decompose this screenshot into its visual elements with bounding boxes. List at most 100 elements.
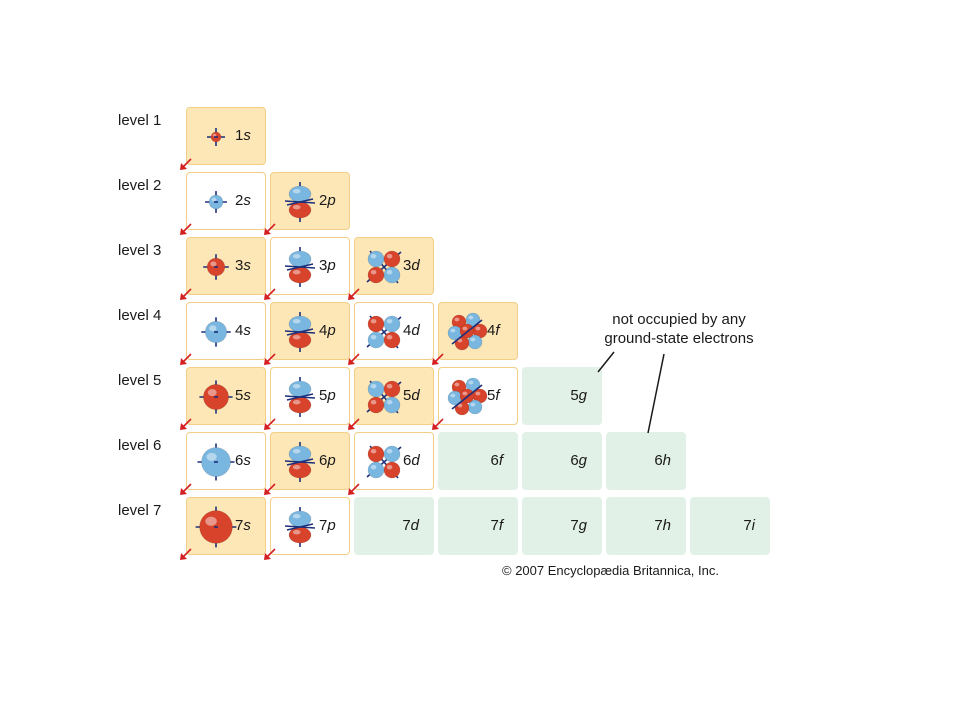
filling-order-arrow-icon bbox=[348, 288, 360, 300]
level-label-3: level 3 bbox=[118, 242, 162, 259]
orbital-number: 5 bbox=[403, 387, 412, 404]
orbital-4s-icon bbox=[201, 317, 231, 347]
filling-order-arrow-icon bbox=[180, 223, 192, 235]
orbital-number: 6 bbox=[570, 452, 579, 469]
level-label-5: level 5 bbox=[118, 372, 162, 389]
orbital-subshell: g bbox=[578, 387, 587, 404]
orbital-number: 7 bbox=[490, 517, 499, 534]
orbital-cell-7i: 7i bbox=[690, 497, 770, 555]
orbital-label-4p: 4p bbox=[319, 322, 336, 339]
orbital-subshell: f bbox=[495, 387, 500, 404]
orbital-subshell: s bbox=[243, 257, 251, 274]
orbital-cell-6g: 6g bbox=[522, 432, 602, 490]
orbital-subshell: p bbox=[327, 192, 336, 209]
orbital-number: 7 bbox=[235, 517, 244, 534]
orbital-label-5f: 5f bbox=[487, 387, 500, 404]
orbital-cell-2s: 2s bbox=[186, 172, 266, 230]
orbital-cell-3d: 3d bbox=[354, 237, 434, 295]
orbital-6d-icon bbox=[366, 445, 402, 479]
filling-order-arrow-icon bbox=[180, 158, 192, 170]
filling-order-arrow-icon bbox=[180, 548, 192, 560]
orbital-5s-icon bbox=[199, 380, 233, 414]
orbital-label-2p: 2p bbox=[319, 192, 336, 209]
orbital-2p-icon bbox=[284, 182, 316, 222]
level-label-6: level 6 bbox=[118, 437, 162, 454]
orbital-cell-5p: 5p bbox=[270, 367, 350, 425]
orbital-4p-icon bbox=[284, 312, 316, 352]
orbital-subshell: d bbox=[410, 517, 419, 534]
orbital-cell-3s: 3s bbox=[186, 237, 266, 295]
orbital-cell-6s: 6s bbox=[186, 432, 266, 490]
orbital-cell-5g: 5g bbox=[522, 367, 602, 425]
filling-order-arrow-icon bbox=[264, 288, 276, 300]
orbital-5d-icon bbox=[366, 380, 402, 414]
orbital-label-5s: 5s bbox=[235, 387, 251, 404]
orbital-cell-5s: 5s bbox=[186, 367, 266, 425]
orbital-cell-4d: 4d bbox=[354, 302, 434, 360]
filling-order-arrow-icon bbox=[348, 353, 360, 365]
orbital-label-4f: 4f bbox=[487, 322, 500, 339]
orbital-subshell: p bbox=[327, 452, 336, 469]
orbital-subshell: s bbox=[243, 322, 251, 339]
orbital-subshell: p bbox=[327, 517, 336, 534]
orbital-label-7s: 7s bbox=[235, 517, 251, 534]
orbital-number: 2 bbox=[235, 192, 244, 209]
orbital-number: 7 bbox=[743, 517, 752, 534]
orbital-label-5d: 5d bbox=[403, 387, 420, 404]
orbital-number: 6 bbox=[403, 452, 412, 469]
filling-order-arrow-icon bbox=[432, 418, 444, 430]
filling-order-arrow-icon bbox=[348, 418, 360, 430]
orbital-cell-7h: 7h bbox=[606, 497, 686, 555]
orbital-cell-3p: 3p bbox=[270, 237, 350, 295]
orbital-number: 4 bbox=[487, 322, 496, 339]
orbital-number: 7 bbox=[570, 517, 579, 534]
orbital-label-4d: 4d bbox=[403, 322, 420, 339]
orbital-subshell: s bbox=[243, 387, 251, 404]
orbital-subshell: h bbox=[662, 452, 671, 469]
orbital-cell-6h: 6h bbox=[606, 432, 686, 490]
orbital-cell-7d: 7d bbox=[354, 497, 434, 555]
orbital-number: 4 bbox=[403, 322, 412, 339]
orbital-number: 7 bbox=[402, 517, 411, 534]
orbital-label-5g: 5g bbox=[570, 387, 587, 404]
orbital-label-6d: 6d bbox=[403, 452, 420, 469]
orbital-number: 6 bbox=[235, 452, 244, 469]
filling-order-arrow-icon bbox=[264, 483, 276, 495]
orbital-subshell: s bbox=[243, 517, 251, 534]
orbital-1s-icon bbox=[207, 128, 225, 146]
orbital-number: 6 bbox=[490, 452, 499, 469]
orbital-5p-icon bbox=[284, 377, 316, 417]
orbital-label-6h: 6h bbox=[654, 452, 671, 469]
orbital-number: 1 bbox=[235, 127, 244, 144]
annotation-line-2: ground-state electrons bbox=[604, 330, 754, 347]
filling-order-arrow-icon bbox=[264, 353, 276, 365]
orbital-cell-6d: 6d bbox=[354, 432, 434, 490]
orbital-6p-icon bbox=[284, 442, 316, 482]
orbital-number: 5 bbox=[487, 387, 496, 404]
orbital-cell-5f: 5f bbox=[438, 367, 518, 425]
orbital-cell-5d: 5d bbox=[354, 367, 434, 425]
filling-order-arrow-icon bbox=[432, 353, 444, 365]
orbital-subshell: p bbox=[327, 322, 336, 339]
level-label-1: level 1 bbox=[118, 112, 162, 129]
orbital-subshell: f bbox=[495, 322, 500, 339]
orbital-subshell: s bbox=[243, 452, 251, 469]
orbital-number: 3 bbox=[235, 257, 244, 274]
orbital-cell-4f: 4f bbox=[438, 302, 518, 360]
filling-order-arrow-icon bbox=[180, 288, 192, 300]
orbital-5f-icon bbox=[447, 377, 488, 416]
orbital-number: 6 bbox=[654, 452, 663, 469]
orbital-subshell: s bbox=[243, 192, 251, 209]
orbital-label-6s: 6s bbox=[235, 452, 251, 469]
filling-order-arrow-icon bbox=[180, 483, 192, 495]
orbital-number: 7 bbox=[319, 517, 328, 534]
orbital-number: 3 bbox=[319, 257, 328, 274]
orbital-cell-2p: 2p bbox=[270, 172, 350, 230]
orbital-label-6p: 6p bbox=[319, 452, 336, 469]
orbital-cell-7s: 7s bbox=[186, 497, 266, 555]
orbital-3s-icon bbox=[203, 254, 229, 280]
orbital-subshell: p bbox=[327, 257, 336, 274]
orbital-label-7g: 7g bbox=[570, 517, 587, 534]
orbital-number: 2 bbox=[319, 192, 328, 209]
filling-order-arrow-icon bbox=[348, 483, 360, 495]
